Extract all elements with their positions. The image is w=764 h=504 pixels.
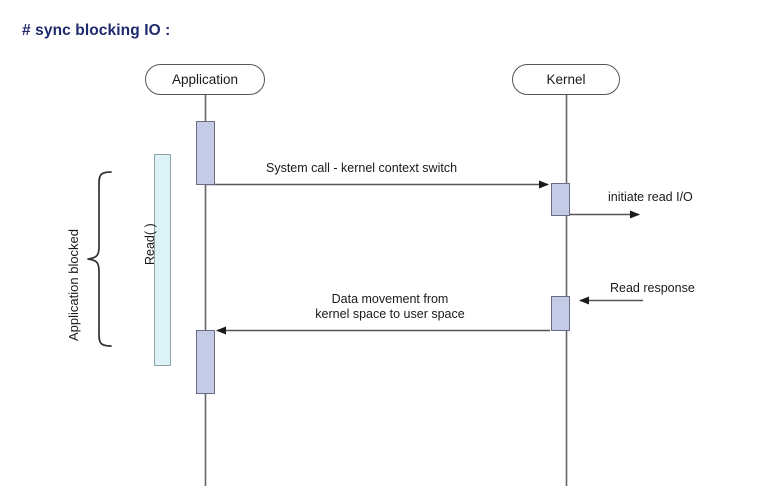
activation-kernel-2 [551,296,570,331]
message-label-initiate-read-io: initiate read I/O [608,190,693,204]
participant-label-application: Application [171,72,239,87]
message-label-data-movement: Data movement from kernel space to user … [285,292,495,322]
message-label-system-call: System call - kernel context switch [266,161,458,175]
application-blocked-brace [87,171,112,347]
message-label-data-movement-line2: kernel space to user space [315,307,465,321]
activation-application-2 [196,330,215,394]
message-label-read-response: Read response [610,281,695,295]
label-application-blocked: Application blocked [66,228,81,341]
participant-head-application[interactable]: Application [145,64,265,95]
label-read-call: Read( ) [143,223,157,265]
message-label-data-movement-line1: Data movement from [331,292,449,306]
participant-label-kernel: Kernel [546,72,586,87]
read-call-bar [154,154,171,366]
activation-kernel-1 [551,183,570,216]
page-title: # sync blocking IO : [22,22,171,39]
activation-application-1 [196,121,215,185]
participant-head-kernel[interactable]: Kernel [512,64,620,95]
